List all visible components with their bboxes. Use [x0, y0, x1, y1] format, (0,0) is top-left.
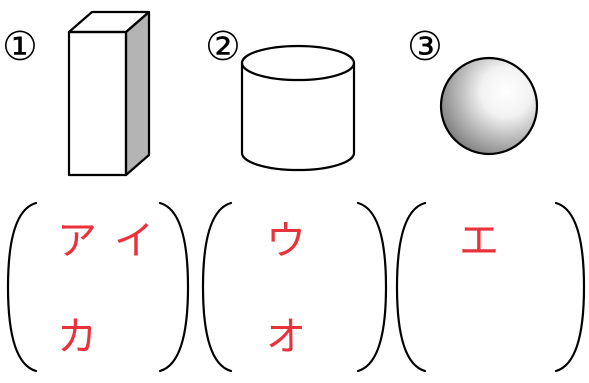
answer-i: イ [114, 218, 154, 264]
answer-box-1: ア イ カ [6, 201, 190, 373]
answer-e: エ [459, 218, 499, 264]
figure-number-2: ② [205, 24, 241, 70]
sphere-figure [439, 56, 539, 156]
answer-ka: カ [57, 314, 97, 360]
left-parenthesis [6, 201, 38, 373]
figure-number-1: ① [2, 24, 38, 70]
answer-a: ア [57, 218, 97, 264]
right-parenthesis [356, 201, 388, 373]
cylinder-figure [240, 44, 356, 172]
answer-box-2: ウ オ [201, 201, 388, 373]
answer-box-3: エ [395, 201, 586, 373]
rectangular-prism-figure [67, 10, 151, 177]
right-parenthesis [158, 201, 190, 373]
right-parenthesis [554, 201, 586, 373]
figure-number-3: ③ [407, 24, 443, 70]
left-parenthesis [201, 201, 233, 373]
answer-u: ウ [266, 218, 306, 264]
answer-o: オ [266, 314, 306, 360]
left-parenthesis [395, 201, 427, 373]
